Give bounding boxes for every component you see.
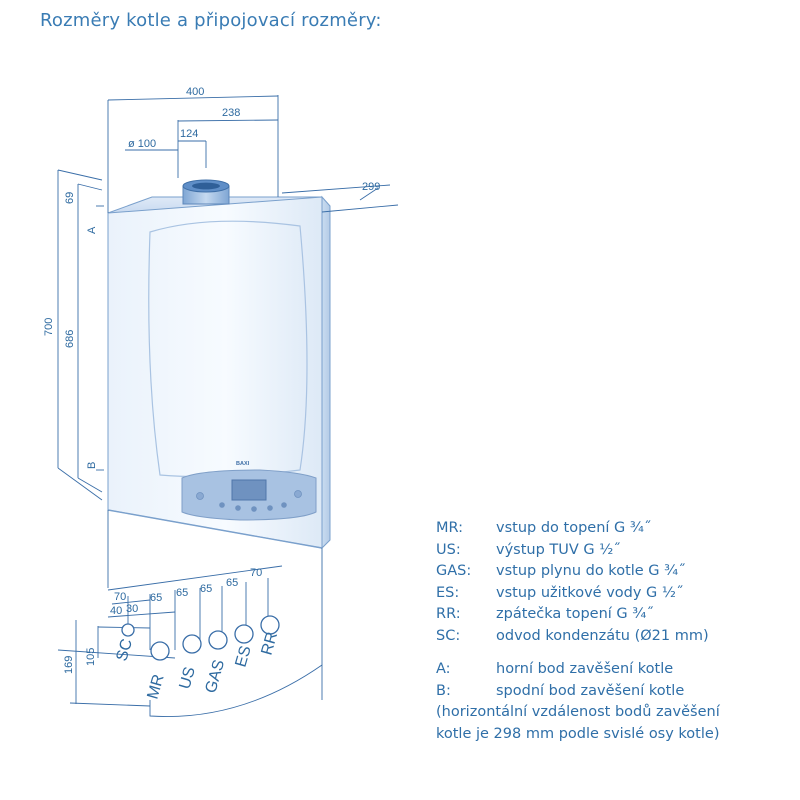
legend-key: US: <box>436 541 461 558</box>
legend-key: MR: <box>436 520 464 536</box>
page-title: Rozměry kotle a připojovací rozměry: <box>40 10 382 31</box>
point-row: B: spodní bod zavěšení kotle <box>436 681 796 703</box>
marker-b: B <box>86 462 98 469</box>
dim-flue-diameter: ø 100 <box>128 138 156 150</box>
hanger-note-line: (horizontální vzdálenost bodů zavěšení <box>436 704 720 720</box>
legend-row: SC: odvod kondenzátu (Ø21 mm) <box>436 626 796 648</box>
legend-text: výstup TUV G ½˝ <box>496 541 621 558</box>
boiler-body <box>107 195 331 550</box>
connection-pipes <box>121 615 280 661</box>
dim-bottom-5: 65 <box>226 577 238 589</box>
dim-sc-offset-2: 30 <box>126 603 138 615</box>
conn-label-gas: GAS <box>203 658 229 695</box>
legend-row: ES: vstup užitkové vody G ½˝ <box>436 583 796 605</box>
legend-key: RR: <box>436 606 461 622</box>
dim-bottom-6: 70 <box>250 567 262 579</box>
point-key: A: <box>436 661 451 677</box>
legend-key: ES: <box>436 584 460 601</box>
legend-text: zpátečka topení G ¾˝ <box>496 606 654 622</box>
dim-bottom-3: 65 <box>176 587 188 599</box>
dim-bottom-2: 65 <box>150 592 162 604</box>
dim-bottom-4: 65 <box>200 583 212 595</box>
dim-depth-front: 105 <box>85 648 97 666</box>
hanger-note-line: kotle je 298 mm podle svislé osy kotle) <box>436 725 720 742</box>
pipe-sc <box>121 623 135 637</box>
conn-label-sc: SC <box>114 637 136 663</box>
legend-row: MR: vstup do topení G ¾˝ <box>436 518 796 540</box>
left-dimension-lines <box>57 169 104 501</box>
legend: MR: vstup do topení G ¾˝ US: výstup TUV G … <box>436 518 796 745</box>
dim-flue-offset: 124 <box>180 128 198 140</box>
legend-text: vstup do topení G ¾˝ <box>496 520 652 536</box>
dim-offset-right: 238 <box>222 107 240 119</box>
conn-label-es: ES <box>233 644 255 669</box>
legend-row: RR: zpátečka topení G ¾˝ <box>436 604 796 626</box>
control-panel <box>181 469 317 521</box>
pipe-mr <box>150 641 170 661</box>
legend-key: SC: <box>436 627 461 644</box>
dim-depth-back: 169 <box>63 656 75 674</box>
top-dimension-lines <box>107 95 399 213</box>
legend-text: odvod kondenzátu (Ø21 mm) <box>496 627 709 644</box>
dim-depth: 299 <box>362 181 380 193</box>
pipe-rr <box>260 615 280 635</box>
point-key: B: <box>436 682 451 699</box>
pipe-us <box>182 634 202 654</box>
legend-row: GAS: vstup plynu do kotle G ¾˝ <box>436 561 796 583</box>
point-text: spodní bod zavěšení kotle <box>496 682 685 699</box>
dim-width: 400 <box>186 86 204 98</box>
conn-label-us: US <box>177 665 199 691</box>
marker-a: A <box>86 226 98 234</box>
flue-outlet <box>182 179 230 205</box>
legend-text: vstup užitkové vody G ½˝ <box>496 584 684 601</box>
legend-key: GAS: <box>436 563 472 579</box>
legend-row: US: výstup TUV G ½˝ <box>436 540 796 562</box>
dim-height-hangers: 686 <box>64 330 76 348</box>
point-row: A: horní bod zavěšení kotle <box>436 659 796 681</box>
dim-height-total: 700 <box>43 318 55 336</box>
conn-label-mr: MR <box>145 672 168 701</box>
display-screen <box>231 479 267 501</box>
dim-top-to-a: 69 <box>64 192 76 204</box>
pipe-gas <box>208 630 228 650</box>
pipe-es <box>234 624 254 644</box>
point-text: horní bod zavěšení kotle <box>496 661 674 677</box>
legend-text: vstup plynu do kotle G ¾˝ <box>496 563 686 579</box>
dim-bottom-1: 70 <box>114 591 126 603</box>
conn-label-rr: RR <box>259 630 282 657</box>
brand-logo: BAXI <box>236 461 250 467</box>
dim-sc-offset-1: 40 <box>110 605 122 617</box>
